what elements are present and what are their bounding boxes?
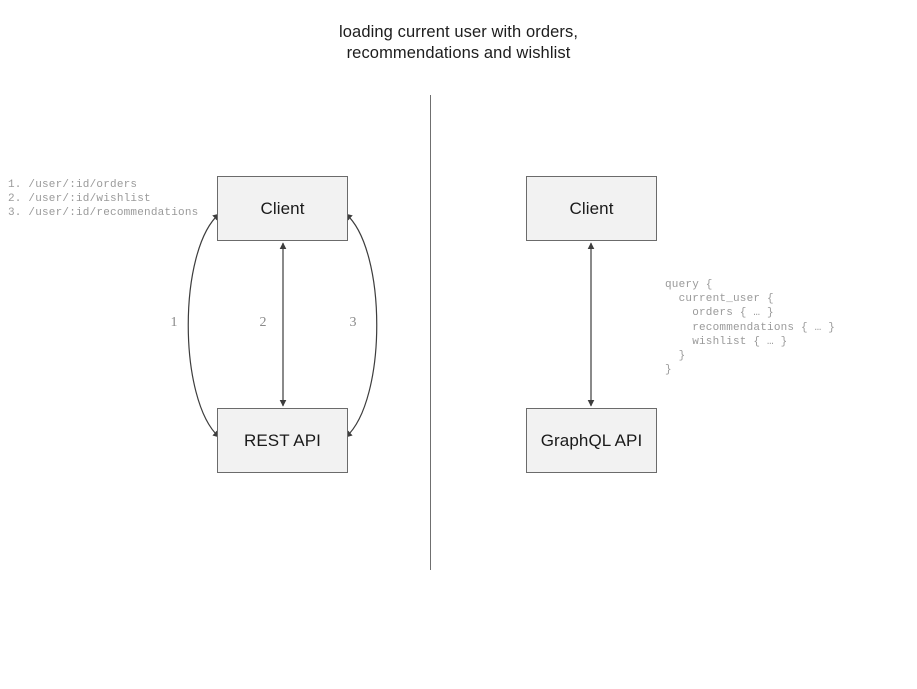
edge-rest-1 <box>187 213 220 438</box>
edge-label-1: 1 <box>170 315 178 330</box>
node-client-graphql[interactable]: Client <box>526 176 657 241</box>
panel-divider <box>430 95 431 570</box>
rest-endpoint-list: 1. /user/:id/orders 2. /user/:id/wishlis… <box>8 179 199 220</box>
node-client-rest[interactable]: Client <box>217 176 348 241</box>
graphql-query-block: query { current_user { orders { … } reco… <box>665 279 836 377</box>
diagram-title: loading current user with orders, recomm… <box>339 23 578 62</box>
node-rest-api[interactable]: REST API <box>217 408 348 473</box>
node-graphql-api[interactable]: GraphQL API <box>526 408 657 473</box>
edge-label-3: 3 <box>349 315 357 330</box>
edge-label-2: 2 <box>259 315 267 330</box>
